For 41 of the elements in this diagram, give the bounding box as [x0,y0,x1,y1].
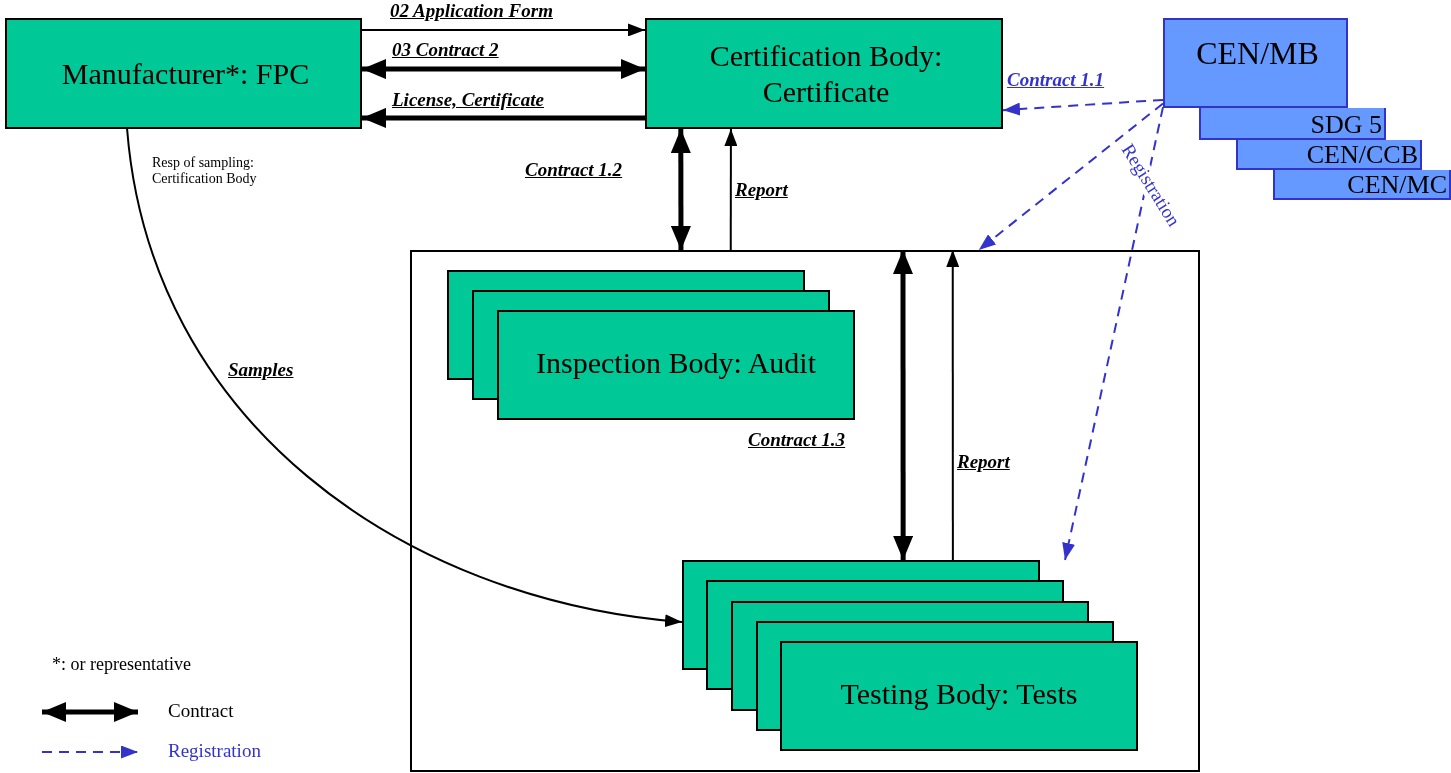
arrow [724,128,738,251]
edge-label: Contract 1.3 [748,430,846,451]
box-label: Inspection Body: Audit [535,345,817,381]
committee-box [1163,18,1348,108]
edge-label: Samples [228,360,294,381]
box-label: CEN/MC [1346,172,1447,198]
box-label: Testing Body: Tests [839,676,1079,712]
dashed-arrow [977,102,1164,251]
arrow [362,59,645,80]
edge-label: Contract 1.1 [1007,70,1105,91]
arrow [893,250,914,560]
box-label: CEN/MB [1195,34,1320,73]
committee-box [1273,170,1451,200]
arrow [126,128,683,627]
manufacturer-box [5,18,362,129]
stacked-boxes-drawing [682,560,1138,751]
box-label: CEN/CCB [1305,142,1418,168]
committee-box [1199,108,1386,140]
box-label: Manufacturer*: FPC [60,55,311,92]
edge-label: Contract 1.2 [525,160,623,181]
edge-label: Report [735,180,788,201]
edge-label: License, Certificate [392,90,544,111]
arrow [946,249,960,561]
edge-label: 03 Contract 2 [392,40,499,61]
arrow [670,129,691,250]
arrow [361,23,646,37]
container-frame [410,250,1200,772]
stacked-boxes-drawing [447,270,855,420]
arrow [362,107,645,128]
note-text: *: or representative [52,654,192,675]
dashed-arrow [1002,98,1164,116]
certification-box [645,18,1003,129]
edge-label: 02 Application Form [390,1,553,22]
edge-label: Report [957,452,1010,473]
note-text: Resp of sampling: Certification Body [152,155,258,187]
legend-text: Contract [168,700,234,722]
box-label: Certification Body: Certificate [708,37,944,110]
legend-text: Registration [168,740,261,762]
box-label: SDG 5 [1309,112,1382,138]
committee-box [1236,140,1422,170]
dashed-arrow [1062,106,1164,561]
